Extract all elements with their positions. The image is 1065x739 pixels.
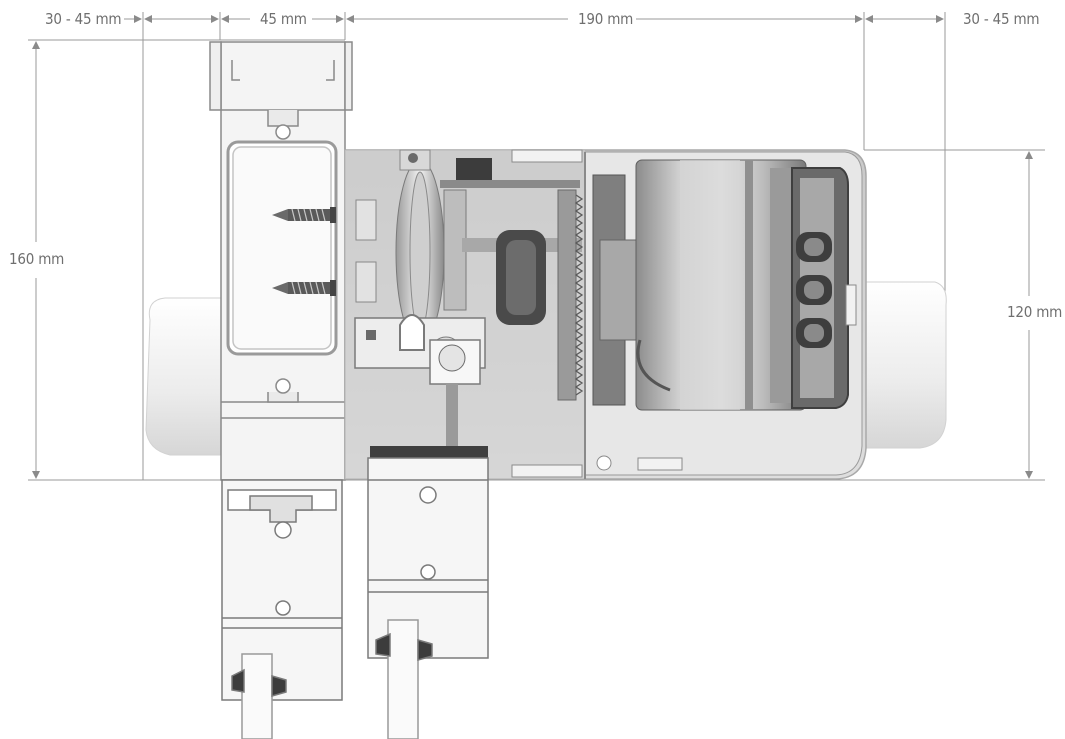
housing-end-cap: [511, 149, 857, 478]
dimension-motor-width: 190 mm: [575, 10, 637, 28]
dimension-top-left-gap: 30 - 45 mm: [42, 10, 125, 28]
dimension-top-right-gap: 30 - 45 mm: [960, 10, 1043, 28]
door-frame-profile: [209, 41, 353, 481]
dimension-lines: [28, 12, 1045, 481]
carriage-clamp: [354, 314, 488, 458]
housing-cover: [145, 281, 947, 456]
dimension-profile-width: 45 mm: [257, 10, 310, 28]
dimension-motor-height: 120 mm: [1004, 303, 1065, 321]
dimension-total-height: 160 mm: [6, 250, 68, 268]
left-door-leaf-profile: [221, 479, 343, 739]
screws: [272, 207, 336, 296]
electric-motor: [592, 159, 849, 411]
drive-pulley: [355, 149, 467, 345]
right-door-leaf-profile: [367, 457, 489, 739]
gear-assembly: [440, 158, 584, 401]
